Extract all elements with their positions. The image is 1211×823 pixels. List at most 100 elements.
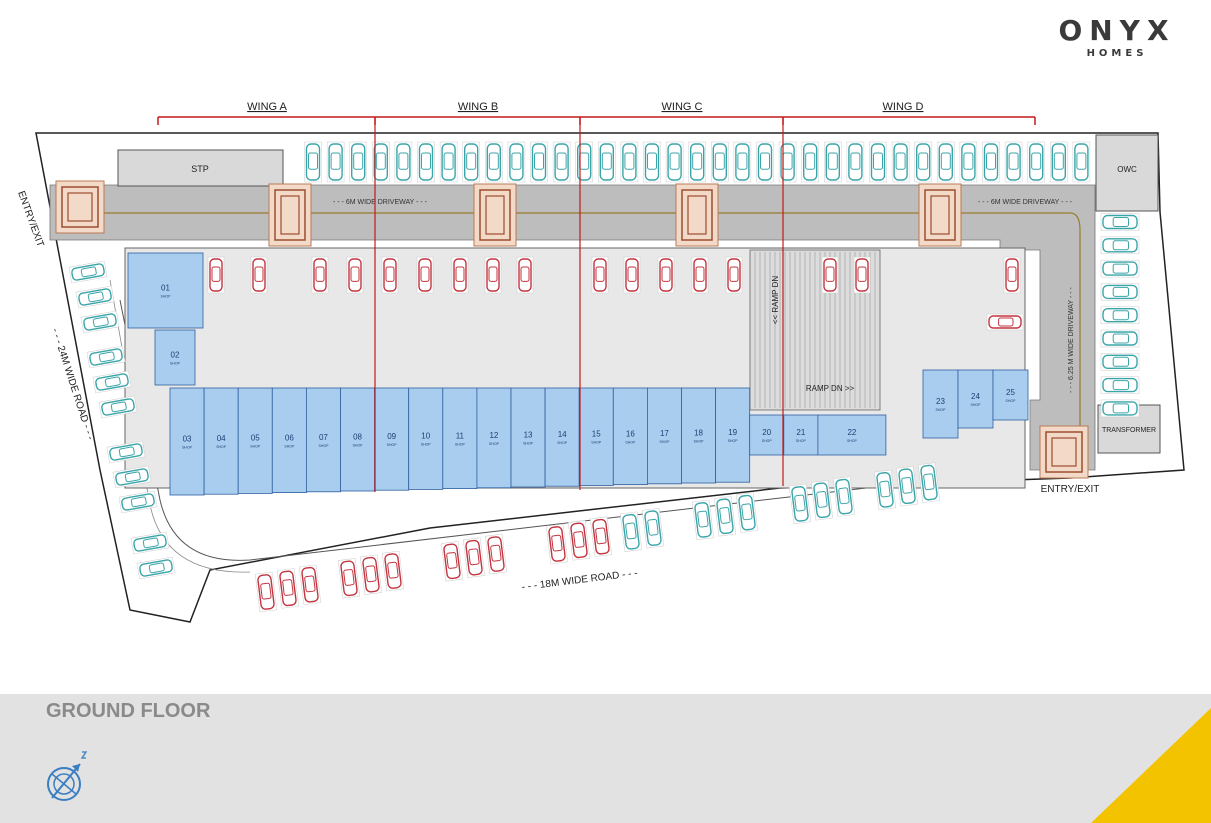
parking-car-icon — [1004, 141, 1023, 183]
parking-car-icon — [98, 395, 138, 419]
parking-car-icon — [1100, 259, 1140, 278]
shop-number: 25 — [1006, 388, 1015, 397]
brand-logo: ONYX HOMES — [1047, 16, 1187, 60]
shop-label: SHOP — [1006, 399, 1017, 403]
parking-car-icon — [986, 313, 1024, 331]
corner-accent — [1091, 708, 1211, 823]
shop-label: SHOP — [284, 444, 295, 448]
parking-car-icon — [530, 141, 548, 183]
lift-core-icon — [473, 183, 517, 247]
parking-car-icon — [462, 537, 486, 578]
parking-car-icon — [1100, 376, 1140, 394]
parking-car-icon — [591, 256, 609, 294]
parking-car-icon — [778, 141, 797, 183]
shop-label: SHOP — [387, 443, 398, 447]
parking-car-icon — [1003, 256, 1021, 294]
parking-car-icon — [688, 141, 706, 183]
parking-car-icon — [394, 141, 413, 183]
parking-car-icon — [832, 476, 856, 517]
parking-car-icon — [788, 483, 812, 525]
parking-car-icon — [337, 558, 361, 599]
parking-car-icon — [136, 556, 176, 580]
parking-car-icon — [75, 285, 115, 309]
parking-car-icon — [298, 564, 322, 605]
parking-car-icon — [735, 492, 759, 533]
brand-subtitle: HOMES — [1086, 48, 1148, 59]
shop-label: SHOP — [847, 439, 858, 443]
shop-label: SHOP — [161, 295, 172, 299]
parking-car-icon — [1050, 141, 1068, 183]
shop-label: SHOP — [318, 444, 329, 448]
shop-number: 20 — [762, 428, 771, 437]
ramp-label-horizontal: RAMP DN >> — [806, 384, 855, 393]
parking-car-icon — [895, 466, 919, 507]
parking-car-icon — [657, 256, 675, 294]
parking-car-icon — [623, 256, 641, 294]
parking-car-icon — [937, 141, 955, 183]
lift-core-icon — [675, 183, 719, 247]
parking-car-icon — [462, 141, 480, 183]
parking-car-icon — [1100, 353, 1140, 371]
parking-car-icon — [620, 141, 639, 183]
parking-car-icon — [982, 141, 1000, 183]
shop-label: SHOP — [659, 440, 670, 444]
footer-band — [0, 694, 1211, 823]
parking-car-icon — [756, 141, 774, 183]
parking-car-icon — [810, 480, 834, 521]
shop-number: 12 — [489, 431, 498, 440]
shop-number: 13 — [524, 431, 533, 440]
shop-number: 11 — [456, 431, 465, 440]
parking-car-icon — [451, 256, 469, 294]
shop-number: 06 — [285, 433, 294, 442]
lift-core-icon — [55, 180, 105, 234]
shop-number: 18 — [694, 429, 703, 438]
parking-car-icon — [619, 511, 643, 552]
parking-car-icon — [1100, 283, 1140, 301]
parking-car-icon — [516, 256, 534, 294]
parking-car-icon — [665, 141, 684, 183]
parking-car-icon — [869, 141, 887, 183]
parking-car-icon — [643, 141, 661, 183]
shop-number: 09 — [387, 432, 396, 441]
parking-car-icon — [304, 141, 322, 183]
parking-car-icon — [440, 541, 464, 582]
road-edge — [119, 299, 1021, 561]
parking-car-icon — [575, 141, 593, 183]
shop-label: SHOP — [591, 441, 602, 445]
parking-car-icon — [711, 141, 729, 183]
shop-label: SHOP — [170, 362, 181, 366]
parking-car-icon — [891, 141, 910, 183]
lift-core-icon — [1039, 425, 1089, 479]
parking-car-icon — [552, 141, 571, 183]
shop-label: SHOP — [523, 442, 534, 446]
parking-car-icon — [485, 141, 503, 183]
parking-car-icon — [733, 141, 752, 183]
owc-block — [1095, 134, 1159, 212]
parking-car-icon — [359, 554, 383, 595]
parking-car-icon — [1100, 329, 1140, 348]
driveway-flow-line — [60, 212, 1081, 440]
stp-block — [117, 149, 284, 187]
floor-title: GROUND FLOOR — [46, 700, 211, 722]
north-compass-icon — [47, 751, 88, 801]
parking-car-icon — [381, 256, 399, 294]
road-edge-inner — [109, 279, 251, 573]
parking-car-icon — [821, 256, 839, 294]
parking-car-icon — [118, 490, 158, 514]
parking-car-icon — [853, 256, 871, 294]
